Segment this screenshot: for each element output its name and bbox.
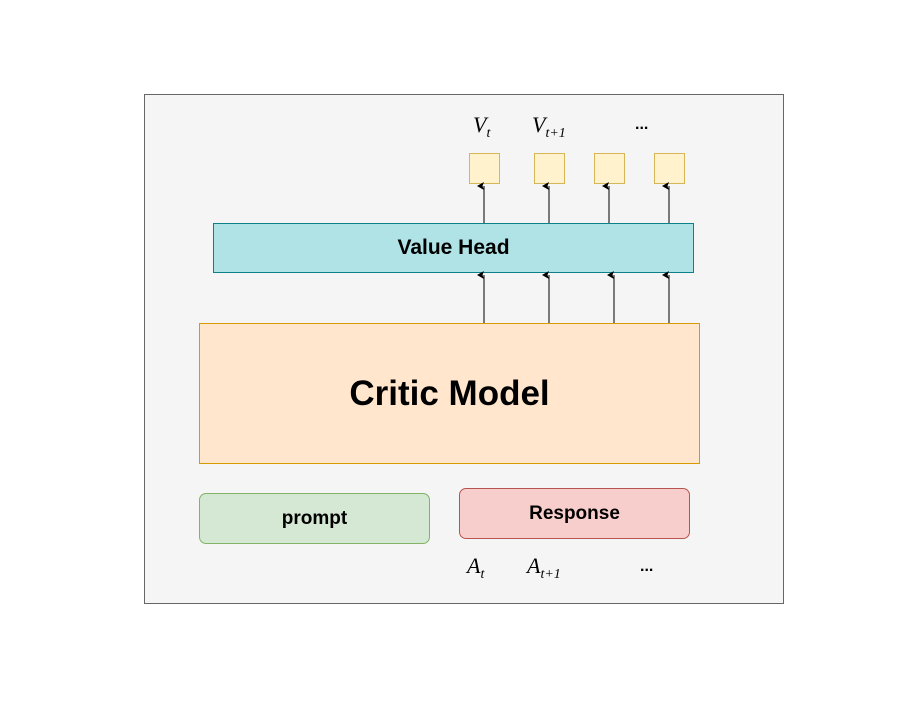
- response-box: Response: [459, 488, 690, 539]
- value-output-token: [654, 153, 685, 184]
- output-label-v-t-plus-1: Vt+1: [532, 112, 566, 141]
- value-output-token: [534, 153, 565, 184]
- critic-model-box: Critic Model: [199, 323, 700, 464]
- value-output-token: [594, 153, 625, 184]
- action-label-a-t-plus-1: At+1: [527, 553, 561, 582]
- critic-model-label: Critic Model: [349, 373, 550, 413]
- value-output-token: [469, 153, 500, 184]
- action-label-a-t: At: [467, 553, 485, 582]
- prompt-box: prompt: [199, 493, 430, 544]
- action-label-ellipsis: ...: [640, 558, 654, 575]
- output-label-v-t: Vt: [473, 112, 491, 141]
- value-head-box: Value Head: [213, 223, 694, 273]
- output-label-ellipsis: ...: [635, 116, 649, 133]
- value-head-label: Value Head: [397, 236, 510, 259]
- response-label: Response: [529, 502, 620, 524]
- prompt-label: prompt: [281, 507, 348, 529]
